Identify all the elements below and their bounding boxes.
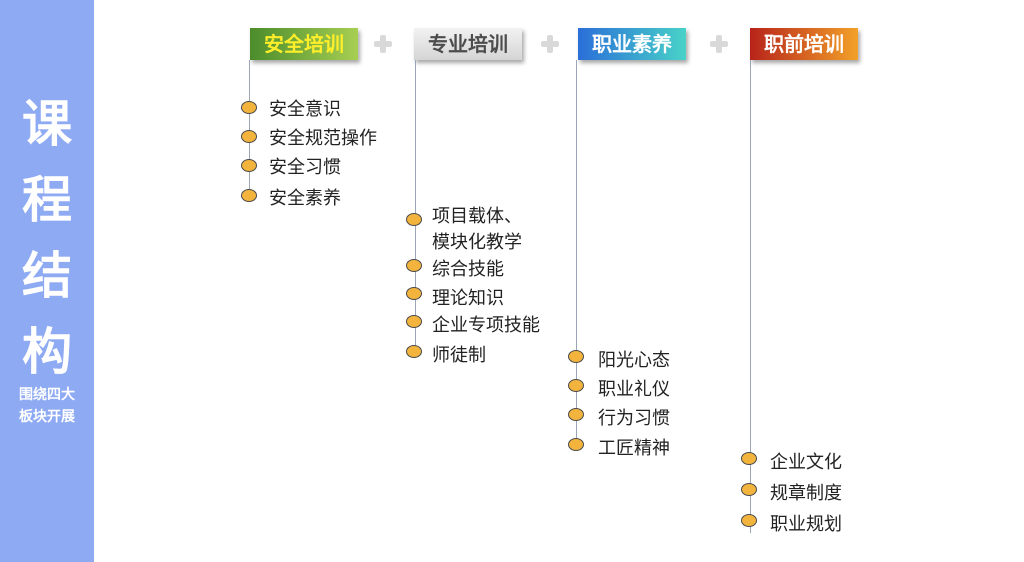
connector-line <box>415 60 416 358</box>
list-item: 理论知识 <box>432 288 504 309</box>
sidebar-title-char: 程 <box>22 171 72 229</box>
sidebar-subtitle: 围绕四大 板块开展 <box>0 384 94 428</box>
list-item: 安全意识 <box>269 99 341 120</box>
list-item: 规章制度 <box>770 483 842 504</box>
bullet-icon <box>241 159 257 172</box>
bullet-icon <box>568 350 584 363</box>
list-item: 职业礼仪 <box>598 379 670 400</box>
list-item: 项目载体、 <box>432 206 522 227</box>
bullet-icon <box>406 287 422 300</box>
list-item: 工匠精神 <box>598 438 670 459</box>
bullet-icon <box>568 438 584 451</box>
bullet-icon <box>241 189 257 202</box>
sidebar-title-char: 构 <box>22 323 72 381</box>
sidebar-title-char: 结 <box>22 247 72 305</box>
header-professional-quality: 职业素养 <box>578 28 686 60</box>
sidebar-subtitle-line: 板块开展 <box>19 409 75 425</box>
bullet-icon <box>406 315 422 328</box>
list-item: 企业文化 <box>770 452 842 473</box>
header-safety-training: 安全培训 <box>250 28 358 60</box>
list-item: 模块化教学 <box>432 232 522 253</box>
list-item: 行为习惯 <box>598 408 670 429</box>
header-pre-job-training: 职前培训 <box>750 28 858 60</box>
sidebar-title: 课 程 结 构 <box>0 86 94 390</box>
sidebar: 课 程 结 构 围绕四大 板块开展 <box>0 0 94 562</box>
header-professional-training: 专业培训 <box>414 28 522 60</box>
list-item: 安全素养 <box>269 188 341 209</box>
bullet-icon <box>406 345 422 358</box>
list-item: 综合技能 <box>432 259 504 280</box>
bullet-icon <box>241 130 257 143</box>
bullet-icon <box>406 259 422 272</box>
sidebar-subtitle-line: 围绕四大 <box>19 387 75 403</box>
bullet-icon <box>741 483 757 496</box>
bullet-icon <box>568 408 584 421</box>
plus-icon <box>372 33 394 55</box>
list-item: 师徒制 <box>432 345 486 366</box>
list-item: 职业规划 <box>770 514 842 535</box>
bullet-icon <box>241 101 257 114</box>
bullet-icon <box>741 514 757 527</box>
bullet-icon <box>741 452 757 465</box>
bullet-icon <box>406 213 422 226</box>
list-item: 安全习惯 <box>269 157 341 178</box>
bullet-icon <box>568 379 584 392</box>
list-item: 企业专项技能 <box>432 315 540 336</box>
sidebar-title-char: 课 <box>22 95 72 153</box>
plus-icon <box>539 33 561 55</box>
list-item: 阳光心态 <box>598 350 670 371</box>
connector-line <box>576 60 577 450</box>
connector-line <box>750 60 751 533</box>
list-item: 安全规范操作 <box>269 128 377 149</box>
plus-icon <box>708 33 730 55</box>
